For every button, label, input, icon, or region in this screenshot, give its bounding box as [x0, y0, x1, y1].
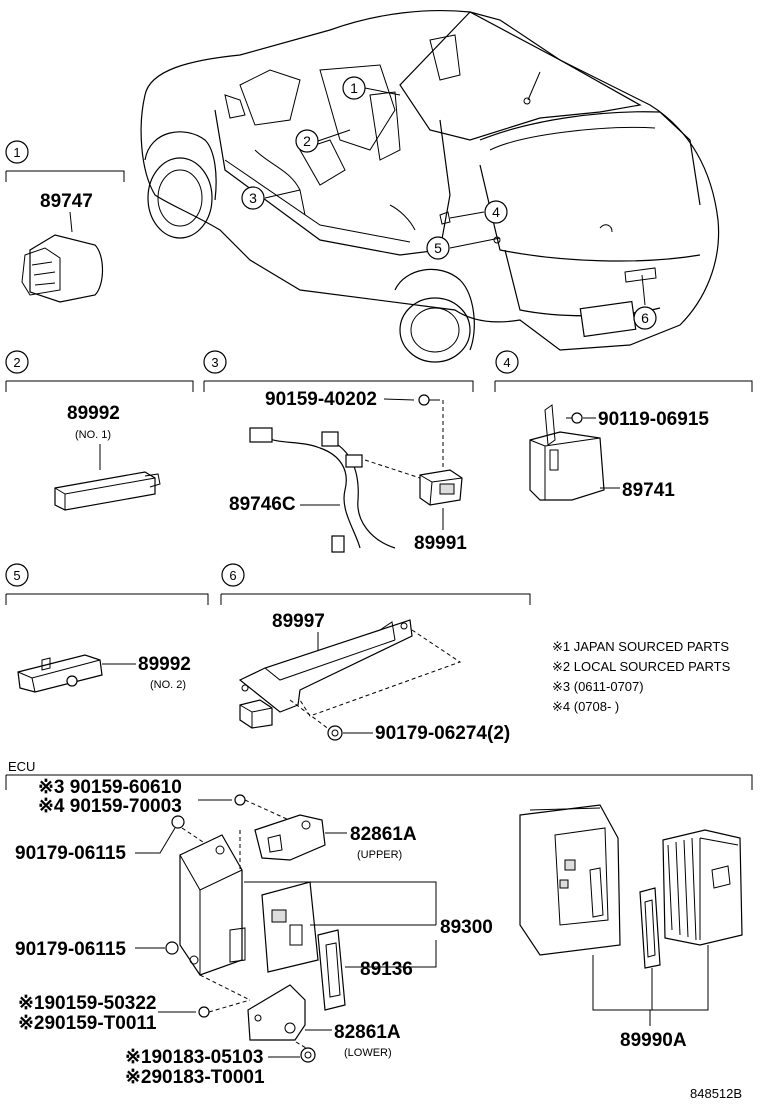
svg-text:2: 2: [13, 355, 20, 370]
part-89300: 89300: [440, 917, 493, 938]
svg-text:6: 6: [229, 568, 236, 583]
svg-text:5: 5: [13, 568, 20, 583]
part-90183-t0001: ※290183-T0001: [125, 1067, 265, 1088]
section-5: 5 89992 (NO. 2): [5, 563, 209, 693]
svg-text:6: 6: [641, 310, 649, 326]
svg-text:1: 1: [350, 80, 358, 96]
bolt-90159-60610: [234, 794, 246, 806]
car-illustration: 1 2 3 4 5 6: [140, 9, 720, 363]
nut-90179-06115-upper: [171, 815, 185, 829]
part-90159-60610: ※3 90159-60610: [38, 777, 182, 798]
svg-text:5: 5: [434, 240, 442, 256]
part-89746c: 89746C: [229, 494, 296, 515]
car-callout-4: 4: [484, 200, 508, 224]
part-89991: 89991: [414, 533, 467, 554]
nut-90179-06274: [327, 725, 343, 741]
part-89747: 89747: [40, 191, 93, 212]
part-90179-06115-upper: 90179-06115: [15, 843, 126, 864]
section-6: 6 89997 90179-06274(2): [220, 563, 531, 744]
part-89992-no1-drawing: [54, 471, 161, 511]
section-ecu: ECU ※3 90159-60610 ※4 90159-70003 90179-…: [5, 759, 753, 1088]
note-3: ※3 (0611-0707): [552, 679, 644, 694]
part-90159-t0011: ※290159-T0011: [18, 1013, 157, 1034]
legend-notes: ※1 JAPAN SOURCED PARTS ※2 LOCAL SOURCED …: [552, 639, 731, 714]
part-89136: 89136: [360, 959, 413, 980]
board-89300-drawing: [261, 881, 319, 973]
nut-90183-05103: [300, 1047, 316, 1063]
car-callout-6: 6: [633, 306, 657, 330]
svg-text:4: 4: [492, 204, 500, 220]
part-89992-no2: 89992: [138, 654, 191, 675]
svg-text:(UPPER): (UPPER): [357, 849, 402, 861]
svg-text:1: 1: [13, 145, 20, 160]
card-89136-drawing: [317, 929, 346, 1011]
ecu-label: ECU: [8, 759, 35, 774]
bracket-upper-drawing: [254, 814, 326, 861]
part-89741: 89741: [622, 480, 675, 501]
section-1: 1 89747: [5, 140, 125, 303]
svg-text:(NO. 1): (NO. 1): [75, 429, 111, 441]
note-4: ※4 (0708- ): [552, 699, 619, 714]
part-89990a: 89990A: [620, 1030, 687, 1051]
note-1: ※1 JAPAN SOURCED PARTS: [552, 639, 729, 654]
ecu-kit-89990a-drawing: [519, 804, 743, 969]
part-89747-drawing: [21, 234, 104, 303]
ecu-box-drawing: [179, 834, 246, 976]
svg-text:2: 2: [303, 133, 311, 149]
part-90119-06915: 90119-06915: [598, 409, 709, 430]
svg-text:(NO. 2): (NO. 2): [150, 679, 186, 691]
bolt-90159-50322: [198, 1006, 210, 1018]
part-90159-50322: ※190159-50322: [18, 993, 156, 1014]
svg-text:3: 3: [249, 190, 257, 206]
svg-text:4: 4: [503, 355, 510, 370]
bolt-90119-06915: [566, 412, 583, 424]
svg-text:(LOWER): (LOWER): [344, 1047, 392, 1059]
car-callout-5: 5: [426, 236, 450, 260]
section-4: 4 90119-06915 89741: [494, 350, 753, 501]
bolt-90159-40202: [418, 394, 436, 406]
part-90183-05103: ※190183-05103: [125, 1047, 263, 1068]
part-89992-no2-drawing: [17, 654, 103, 693]
car-callout-1: 1: [342, 76, 366, 100]
reference-code: 848512B: [690, 1086, 742, 1101]
part-89992-no1: 89992: [67, 403, 120, 424]
svg-text:3: 3: [211, 355, 218, 370]
car-callout-3: 3: [241, 186, 265, 210]
part-89997-drawing: [238, 619, 413, 729]
part-82861a-lower: 82861A: [334, 1022, 401, 1043]
part-90159-70003: ※4 90159-70003: [38, 796, 182, 817]
nut-90179-06115-lower: [165, 941, 179, 955]
section-2: 2 89992 (NO. 1): [5, 350, 194, 511]
bracket-lower-drawing: [247, 984, 306, 1041]
section-3: 3 90159-40202 89746C 89991: [203, 350, 474, 554]
car-callout-2: 2: [295, 129, 319, 153]
note-2: ※2 LOCAL SOURCED PARTS: [552, 659, 731, 674]
part-82861a-upper: 82861A: [350, 824, 417, 845]
part-90159-40202: 90159-40202: [265, 389, 377, 410]
part-89991-drawing: [419, 469, 463, 506]
part-89741-drawing: [529, 404, 605, 501]
part-89997: 89997: [272, 611, 325, 632]
part-90179-06274: 90179-06274(2): [375, 723, 510, 744]
harness-89746c-drawing: [249, 427, 396, 553]
part-90179-06115-lower: 90179-06115: [15, 939, 126, 960]
